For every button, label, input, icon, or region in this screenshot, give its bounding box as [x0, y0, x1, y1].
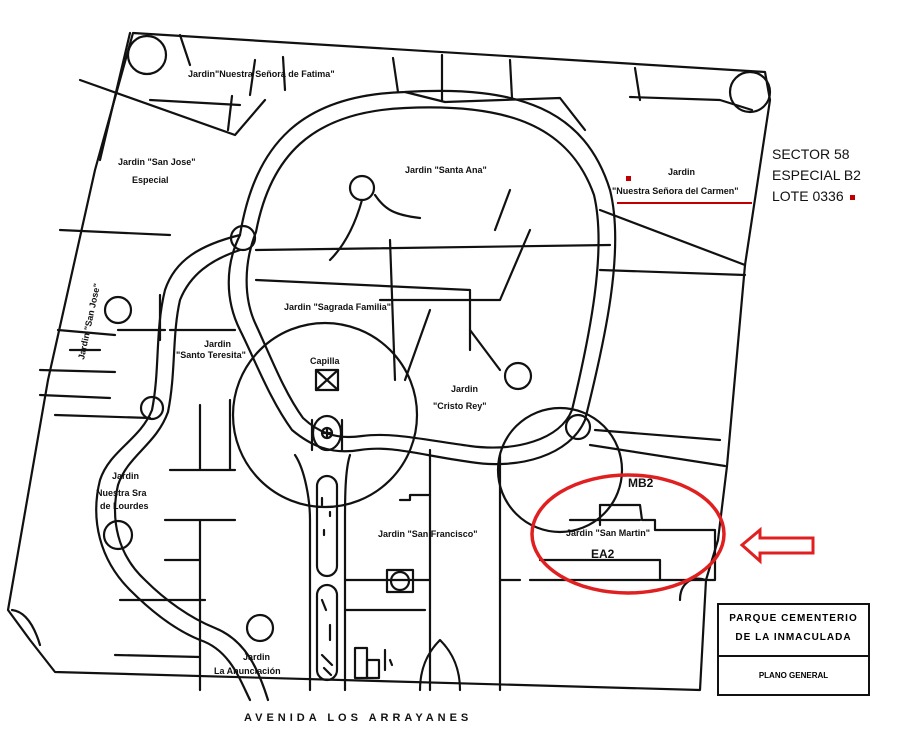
legend-subtitle: PLANO GENERAL — [758, 671, 829, 680]
garden-lourdes-label-1: Jardin — [112, 471, 139, 481]
zone-ea2-label: EA2 — [591, 547, 615, 561]
sector-line-1: SECTOR 58 — [772, 146, 850, 162]
garden-santa-teresita-label-1: Jardin — [204, 339, 231, 349]
garden-cristo-rey-label-1: Jardin — [451, 384, 478, 394]
garden-san-martin-label: Jardin "San Martin" — [566, 528, 650, 538]
garden-anunciacion-label-1: Jardin — [243, 652, 270, 662]
main-loop-inner — [245, 106, 600, 449]
roundabout-2 — [139, 395, 165, 421]
roundabout-1 — [229, 224, 257, 252]
roundabout-8 — [245, 613, 275, 643]
left-loop-outer — [95, 233, 252, 702]
garden-san-jose-especial-label: Jardin "San Jose" — [118, 157, 196, 167]
garden-lourdes-label-2: Nuestra Sra — [96, 488, 148, 498]
roundabout-6 — [103, 295, 133, 325]
arrow-icon — [739, 526, 815, 565]
park-boundary — [6, 31, 772, 692]
zone-mb2-label: MB2 — [628, 476, 654, 490]
garden-cristo-rey-label-2: "Cristo Rey" — [433, 401, 487, 411]
garden-santa-ana-label: Jardin "Santa Ana" — [405, 165, 487, 175]
garden-san-jose-side-label: Jardin "San Jose" — [76, 282, 102, 360]
garden-sagrada-familia-label: Jardin "Sagrada Familia" — [284, 302, 391, 312]
garden-carmen-label-1: Jardin — [668, 167, 695, 177]
garden-san-jose-especial-sub: Especial — [132, 175, 169, 185]
legend-box: PARQUE CEMENTERIO DE LA INMACULADA PLANO… — [717, 603, 870, 696]
carmen-lot-marker — [626, 176, 631, 181]
garden-san-francisco-label: Jardin "San Francisco" — [378, 529, 478, 539]
garden-anunciacion-label-2: La Anunciación — [214, 666, 281, 676]
sector-line-3-text: LOTE 0336 — [772, 188, 844, 204]
central-avenue — [293, 453, 352, 692]
legend-title-1: PARQUE CEMENTERIO — [729, 613, 858, 624]
sector-line-3: LOTE 0336 — [772, 186, 861, 207]
roundabout-7 — [102, 519, 134, 551]
corner-roundabout-nw — [126, 34, 168, 76]
garden-carmen-label-2: "Nuestra Señora del Carmen" — [612, 186, 739, 196]
lot-marker-icon — [849, 194, 855, 200]
garden-santa-teresita-label-2: "Santo Teresita" — [176, 350, 246, 360]
capilla-label: Capilla — [310, 356, 341, 366]
sector-info: SECTOR 58 ESPECIAL B2 LOTE 0336 — [772, 144, 861, 207]
sector-line-2: ESPECIAL B2 — [772, 167, 861, 183]
avenue-label: AVENIDA LOS ARRAYANES — [244, 712, 473, 724]
highlight-ellipse — [530, 473, 726, 595]
roundabout-4 — [348, 174, 376, 202]
roundabout-3 — [564, 413, 592, 441]
corner-roundabout-ne — [728, 70, 772, 114]
left-loop-inner — [113, 248, 270, 702]
roundabout-5 — [503, 361, 533, 391]
cristo-rey-plaza — [496, 406, 624, 534]
capilla-plaza — [231, 321, 419, 509]
legend-title-2: DE LA INMACULADA — [735, 632, 852, 643]
legend-divider — [719, 655, 868, 657]
garden-fatima-label: Jardin"Nuestra Señora de Fatima" — [188, 69, 335, 79]
garden-lourdes-label-3: de Lourdes — [100, 501, 149, 511]
